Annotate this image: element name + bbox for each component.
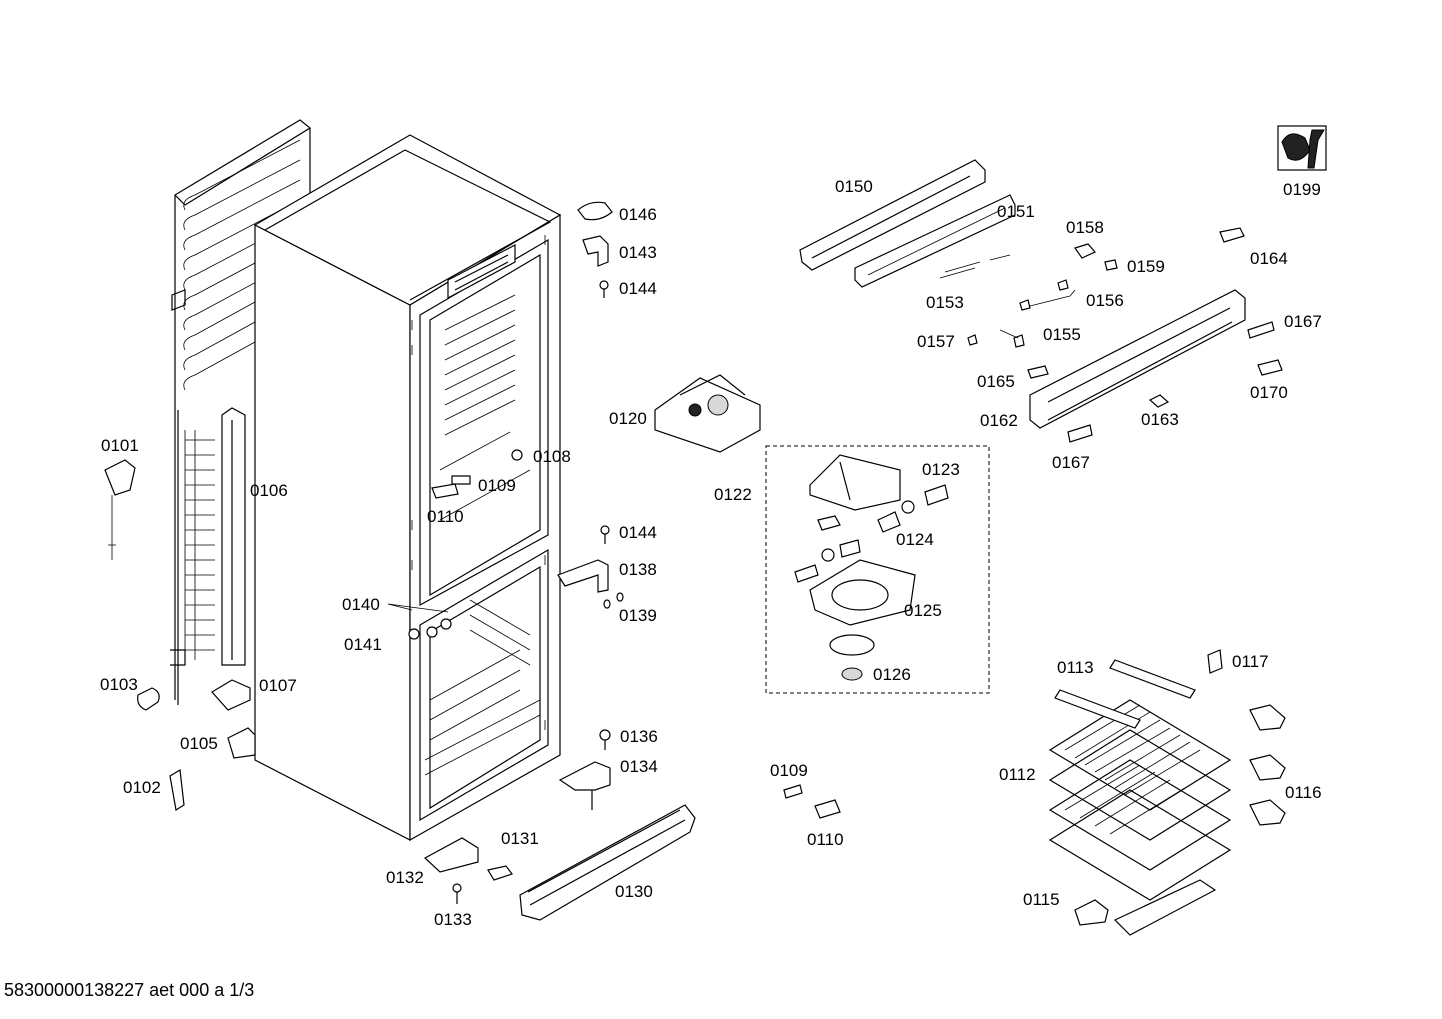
part-label-0110-upper: 0110 (427, 507, 464, 526)
part-label-0170: 0170 (1250, 383, 1288, 402)
left-small-parts (104, 459, 256, 811)
part-label-0125: 0125 (904, 601, 942, 620)
part-label-0163: 0163 (1141, 410, 1179, 429)
part-label-0102: 0102 (123, 778, 161, 797)
part-label-0107: 0107 (259, 676, 297, 695)
part-label-0138: 0138 (619, 560, 657, 579)
lower-right-hinge-parts (558, 729, 611, 810)
part-0120-fan-assembly (654, 374, 761, 453)
part-label-0156: 0156 (1086, 291, 1124, 310)
part-label-0116: 0116 (1285, 783, 1322, 802)
part-label-0130: 0130 (615, 882, 653, 901)
part-label-0146: 0146 (619, 205, 657, 224)
cabinet-body (253, 134, 562, 842)
part-label-0101: 0101 (101, 436, 139, 455)
condenser-coil (170, 119, 312, 705)
part-label-0103: 0103 (100, 675, 138, 694)
part-label-0151: 0151 (997, 202, 1035, 221)
part-label-0157: 0157 (917, 332, 955, 351)
part-label-0136: 0136 (620, 727, 658, 746)
part-0153-springs (939, 254, 1011, 279)
part-label-0141: 0141 (344, 635, 382, 654)
part-label-0110-lower: 0110 (807, 830, 844, 849)
part-label-0159: 0159 (1127, 257, 1165, 276)
part-label-0109-upper: 0109 (478, 476, 516, 495)
part-label-0124: 0124 (896, 530, 934, 549)
part-label-0165: 0165 (977, 372, 1015, 391)
tool-icon (1277, 125, 1327, 171)
part-label-0122: 0122 (714, 485, 752, 504)
part-label-0143: 0143 (619, 243, 657, 262)
parts-0108-0109-0110 (431, 449, 523, 499)
part-labels: 0150 0151 0158 0159 0153 0156 0164 0167 … (100, 177, 1322, 929)
part-0122-lamp-assembly (765, 445, 990, 694)
part-label-0132: 0132 (386, 868, 424, 887)
part-label-0115: 0115 (1023, 890, 1060, 909)
drawing-id: 58300000138227 aet 000 a 1/3 (4, 980, 255, 1000)
part-label-0199: 0199 (1283, 180, 1321, 199)
part-0112-evaporator (1048, 649, 1286, 936)
part-label-0140: 0140 (342, 595, 380, 614)
top-right-hinge-parts (577, 201, 613, 298)
part-0162-door-bar (1027, 227, 1283, 443)
part-label-0144-top: 0144 (619, 279, 657, 298)
parts-0109-0110-lower (783, 784, 841, 819)
bottom-parts (423, 804, 696, 921)
part-label-0164: 0164 (1250, 249, 1288, 268)
part-label-0134: 0134 (620, 757, 658, 776)
part-label-0144-mid: 0144 (619, 523, 657, 542)
part-0106-channel (221, 407, 246, 666)
part-label-0139: 0139 (619, 606, 657, 625)
part-label-0106: 0106 (250, 481, 288, 500)
parts-0140-0141 (387, 603, 452, 640)
part-label-0167-top: 0167 (1284, 312, 1322, 331)
part-label-0126: 0126 (873, 665, 911, 684)
parts-0158-0159-0155-0156-0157 (967, 243, 1118, 348)
parts-0150-0151 (799, 159, 1016, 288)
part-label-0112: 0112 (999, 765, 1036, 784)
part-label-0167-bottom: 0167 (1052, 453, 1090, 472)
part-label-0162: 0162 (980, 411, 1018, 430)
part-label-0155: 0155 (1043, 325, 1081, 344)
part-label-0153: 0153 (926, 293, 964, 312)
part-label-0108: 0108 (533, 447, 571, 466)
part-label-0158: 0158 (1066, 218, 1104, 237)
part-label-0123: 0123 (922, 460, 960, 479)
part-label-0117: 0117 (1232, 652, 1269, 671)
part-label-0133: 0133 (434, 910, 472, 929)
mid-right-hinge-parts (557, 525, 624, 609)
part-label-0113: 0113 (1057, 658, 1094, 677)
part-label-0109-lower: 0109 (770, 761, 808, 780)
part-label-0105: 0105 (180, 734, 218, 753)
part-label-0131: 0131 (501, 829, 539, 848)
part-label-0120: 0120 (609, 409, 647, 428)
part-label-0150: 0150 (835, 177, 873, 196)
